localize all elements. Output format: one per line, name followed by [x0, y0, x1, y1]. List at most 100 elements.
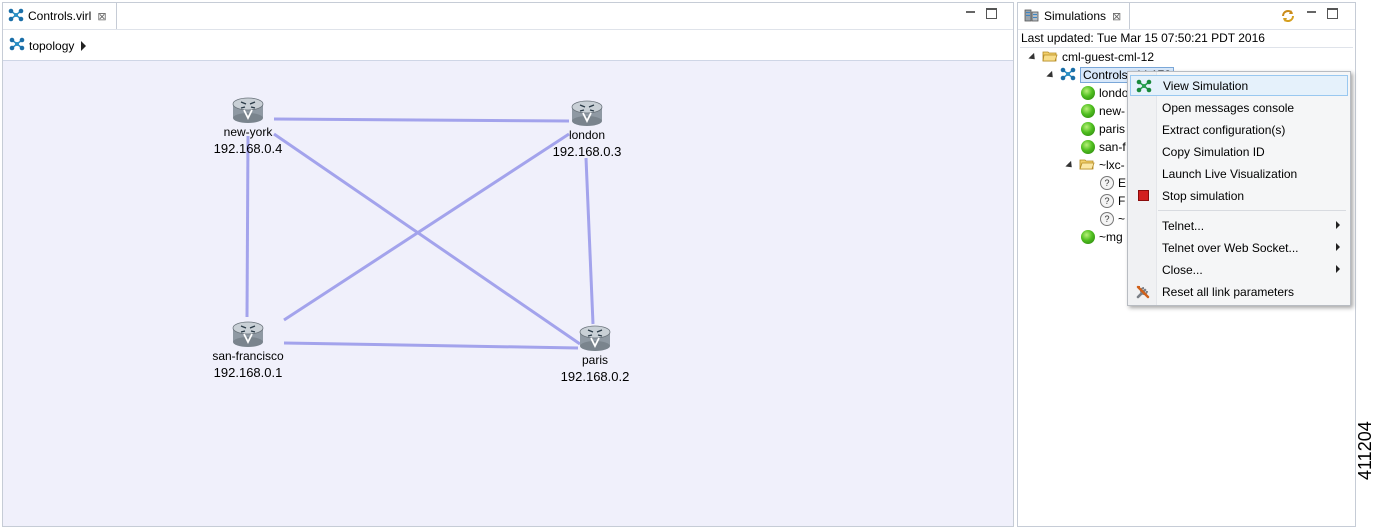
link-newyork-london	[273, 117, 570, 123]
menu-item-label: Launch Live Visualization	[1162, 166, 1298, 181]
close-icon[interactable]: ⊠	[1112, 10, 1122, 23]
tree-item-node[interactable]: new-	[1081, 102, 1125, 120]
node-status-icon	[1081, 86, 1095, 100]
menu-item-telnet[interactable]: Telnet...	[1130, 215, 1348, 236]
tree-item-label: F	[1118, 194, 1126, 208]
tools-icon	[1130, 284, 1156, 300]
tree-item-node[interactable]: londo	[1081, 84, 1128, 102]
tree-item-label: new-	[1099, 104, 1126, 118]
topology-icon	[1060, 67, 1076, 84]
link-sanfrancisco-paris	[283, 341, 579, 350]
tree-item-unknown[interactable]: ? ~	[1100, 210, 1125, 228]
tree-item-label: E	[1118, 176, 1127, 190]
tree-item-server[interactable]: cml-guest-cml-12	[1028, 48, 1155, 66]
tab-simulations[interactable]: Simulations ⊠	[1018, 3, 1130, 29]
tree-item-label: paris	[1099, 122, 1126, 136]
topology-links	[245, 117, 595, 350]
menu-separator	[1158, 210, 1346, 211]
node-name: paris	[581, 353, 608, 367]
breadcrumb: topology	[3, 31, 1013, 61]
tree-item-unknown[interactable]: ? E	[1100, 174, 1126, 192]
node-status-icon	[1081, 230, 1095, 244]
node-ip: 192.168.0.3	[552, 144, 622, 159]
editor-tab-bar: Controls.virl ⊠	[3, 3, 1013, 30]
unknown-status-icon: ?	[1100, 212, 1114, 226]
server-icon	[1024, 8, 1040, 25]
stop-icon	[1137, 190, 1149, 201]
node-ip: 192.168.0.1	[213, 365, 283, 380]
node-london[interactable]: london 192.168.0.3	[527, 99, 647, 160]
unknown-status-icon: ?	[1100, 194, 1114, 208]
menu-icon-gutter	[1128, 72, 1157, 305]
menu-item-extract-configurations[interactable]: Extract configuration(s)	[1130, 119, 1348, 140]
link-london-paris	[584, 157, 595, 325]
node-new-york[interactable]: new-york 192.168.0.4	[188, 96, 308, 157]
maximize-icon[interactable]	[986, 8, 997, 19]
router-icon	[232, 97, 264, 123]
node-name: san-francisco	[212, 349, 284, 363]
node-ip: 192.168.0.2	[560, 369, 630, 384]
menu-item-reset-all-link-parameters[interactable]: Reset all link parameters	[1130, 281, 1348, 302]
submenu-arrow-icon	[1336, 265, 1340, 273]
tree-item-group[interactable]: ~lxc-	[1065, 156, 1125, 174]
menu-item-label: Telnet over Web Socket...	[1162, 240, 1299, 255]
expand-arrow-icon[interactable]	[1065, 160, 1075, 170]
menu-item-stop-simulation[interactable]: Stop simulation	[1130, 185, 1348, 206]
menu-item-label: View Simulation	[1163, 78, 1249, 93]
node-ip: 192.168.0.4	[213, 141, 283, 156]
menu-item-label: Stop simulation	[1162, 188, 1245, 203]
topology-icon	[9, 37, 25, 54]
tree-item-label: ~lxc-	[1099, 158, 1125, 172]
menu-item-label: Open messages console	[1162, 100, 1295, 115]
menu-item-launch-live-visualization[interactable]: Launch Live Visualization	[1130, 163, 1348, 184]
link-newyork-paris	[273, 132, 581, 346]
chevron-right-icon[interactable]	[81, 40, 87, 51]
link-newyork-sanfrancisco	[245, 135, 250, 318]
router-icon	[232, 321, 264, 347]
context-menu: View Simulation Open messages console Ex…	[1127, 71, 1351, 306]
folder-icon	[1042, 50, 1058, 65]
maximize-icon[interactable]	[1327, 8, 1338, 19]
menu-item-label: Reset all link parameters	[1162, 284, 1295, 299]
unknown-status-icon: ?	[1100, 176, 1114, 190]
divider	[1020, 47, 1353, 48]
node-name: new-york	[223, 125, 273, 139]
tree-item-label: londo	[1099, 86, 1129, 100]
simulations-tab-label: Simulations	[1044, 9, 1107, 23]
tree-item-node[interactable]: san-f	[1081, 138, 1126, 156]
menu-item-view-simulation[interactable]: View Simulation	[1130, 75, 1348, 96]
last-updated-text: Last updated: Tue Mar 15 07:50:21 PDT 20…	[1021, 31, 1265, 45]
node-paris[interactable]: paris 192.168.0.2	[535, 324, 655, 385]
router-icon	[579, 325, 611, 351]
tree-item-label: ~	[1118, 212, 1126, 226]
menu-item-label: Extract configuration(s)	[1162, 122, 1286, 137]
link-london-sanfrancisco	[283, 132, 570, 322]
topology-icon	[1131, 79, 1157, 93]
expand-arrow-icon[interactable]	[1046, 70, 1056, 80]
menu-item-open-messages-console[interactable]: Open messages console	[1130, 97, 1348, 118]
node-status-icon	[1081, 122, 1095, 136]
router-icon	[571, 100, 603, 126]
close-icon[interactable]: ⊠	[97, 10, 107, 23]
node-status-icon	[1081, 104, 1095, 118]
menu-item-label: Copy Simulation ID	[1162, 144, 1265, 159]
minimize-icon[interactable]	[965, 7, 976, 18]
topology-canvas[interactable]: new-york 192.168.0.4 london 192.168.0.3	[3, 61, 1013, 526]
menu-item-copy-simulation-id[interactable]: Copy Simulation ID	[1130, 141, 1348, 162]
menu-item-telnet-over-web-socket[interactable]: Telnet over Web Socket...	[1130, 237, 1348, 258]
tree-item-unknown[interactable]: ? F	[1100, 192, 1125, 210]
topology-icon	[8, 8, 24, 25]
expand-arrow-icon[interactable]	[1028, 52, 1038, 62]
simulations-tab-bar: Simulations ⊠	[1018, 3, 1355, 30]
editor-tab-controls-virl[interactable]: Controls.virl ⊠	[3, 3, 117, 29]
tree-item-label: cml-guest-cml-12	[1062, 50, 1155, 64]
minimize-icon[interactable]	[1306, 7, 1317, 18]
editor-tab-label: Controls.virl	[28, 9, 92, 23]
tree-item-mgmt[interactable]: ~mg	[1081, 228, 1123, 246]
tree-item-node[interactable]: paris	[1081, 120, 1125, 138]
breadcrumb-topology[interactable]: topology	[29, 38, 75, 53]
sync-icon[interactable]	[1280, 8, 1296, 27]
menu-item-close[interactable]: Close...	[1130, 259, 1348, 280]
node-status-icon	[1081, 140, 1095, 154]
node-san-francisco[interactable]: san-francisco 192.168.0.1	[188, 320, 308, 381]
